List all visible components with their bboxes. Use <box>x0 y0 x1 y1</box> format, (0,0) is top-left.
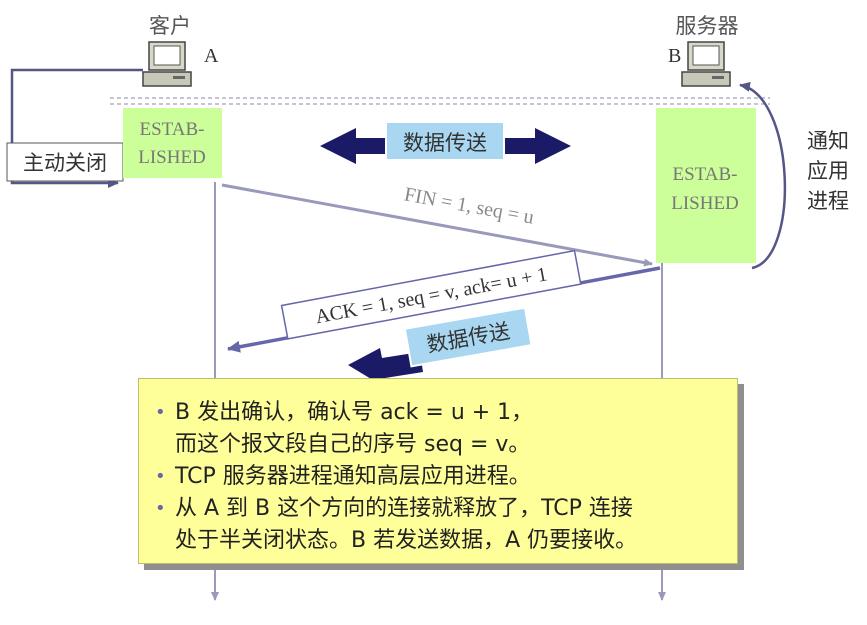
data-transfer-label-box <box>385 121 505 161</box>
callout-bullet-3-line-2: 处于半关闭状态。B 若发送数据，A 仍要接收。 <box>175 528 638 553</box>
bullet-icon: • <box>155 466 166 487</box>
client-computer-icon <box>142 41 192 87</box>
active-close-box <box>6 142 124 182</box>
callout-bullet-1-line-2: 而这个报文段自己的序号 seq = v。 <box>175 432 531 457</box>
server-state-line-2: LISHED <box>671 193 739 214</box>
server-state-line-1: ESTAB- <box>673 164 738 185</box>
active-close-connector <box>10 68 143 188</box>
callout-line-2: 而这个报文段自己的序号 seq = v。 <box>153 429 727 461</box>
data-transfer-arrow-2 <box>348 348 423 388</box>
bullet-icon: • <box>155 498 166 519</box>
client-host-label: A <box>204 45 219 67</box>
notify-app-line-1: 通知 <box>807 129 849 153</box>
data-transfer-label: 数据传送 <box>403 131 487 155</box>
client-state-line-2: LISHED <box>138 147 206 168</box>
server-label: 服务器 <box>676 14 739 38</box>
server-computer-icon <box>681 41 731 87</box>
fin-segment-arrow <box>221 183 653 267</box>
callout-line-4: • 从 A 到 B 这个方向的连接就释放了，TCP 连接 <box>153 493 727 525</box>
client-state-line-1: ESTAB- <box>140 119 205 140</box>
callout-line-1: • B 发出确认，确认号 ack = u + 1， <box>153 397 727 429</box>
ack-label-box <box>280 249 582 340</box>
client-state-box <box>123 108 222 178</box>
callout-bullet-2: TCP 服务器进程通知高层应用进程。 <box>175 464 531 489</box>
server-state-box <box>656 108 756 263</box>
client-label: 客户 <box>149 14 191 38</box>
server-host-label: B <box>668 45 681 67</box>
notify-app-line-2: 应用 <box>807 159 849 183</box>
notify-app-line-3: 进程 <box>807 189 849 213</box>
callout-line-3: • TCP 服务器进程通知高层应用进程。 <box>153 461 727 493</box>
callout-line-5: 处于半关闭状态。B 若发送数据，A 仍要接收。 <box>153 525 727 557</box>
callout-bullet-3-line-1: 从 A 到 B 这个方向的连接就释放了，TCP 连接 <box>175 496 633 521</box>
data-transfer-label-box-2 <box>403 306 533 368</box>
bullet-icon: • <box>155 402 166 423</box>
data-transfer-label-2-group: 数据传送 <box>403 306 533 368</box>
notify-app-curve <box>739 81 787 270</box>
callout-bullet-1-line-1: B 发出确认，确认号 ack = u + 1， <box>175 400 534 425</box>
explanation-callout: • B 发出确认，确认号 ack = u + 1， 而这个报文段自己的序号 se… <box>138 378 738 564</box>
active-close-label: 主动关闭 <box>23 151 107 175</box>
